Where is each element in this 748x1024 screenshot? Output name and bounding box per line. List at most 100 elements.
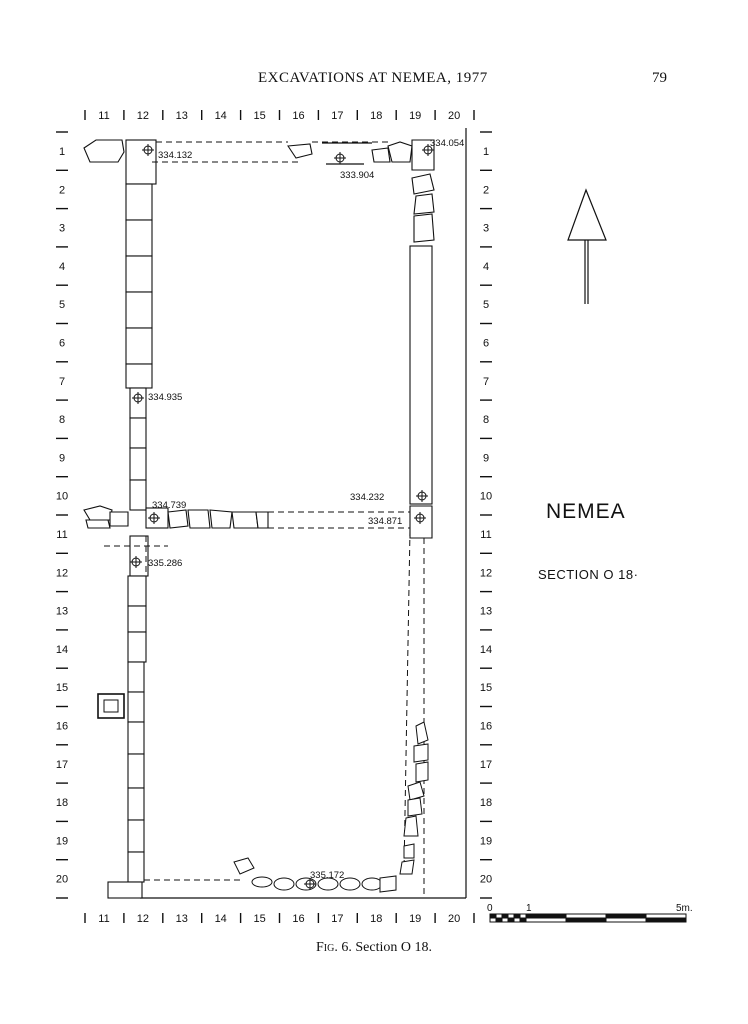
east-wall-stones	[399, 721, 429, 875]
row-label: 7	[483, 376, 489, 388]
elevation-marker	[130, 556, 142, 568]
row-label: 14	[480, 644, 492, 656]
row-label: 8	[483, 414, 489, 426]
caption-text: Section O 18.	[355, 940, 432, 955]
elevation-labels: 334.132 334.054 333.904 334.935 334.739 …	[148, 138, 464, 881]
row-label: 19	[56, 835, 68, 847]
elevation-label: 335.286	[148, 558, 182, 569]
column-label: 16	[292, 110, 304, 122]
row-label: 15	[480, 682, 492, 694]
row-label: 2	[59, 184, 65, 196]
caption-fig-label: Fig.	[316, 940, 338, 955]
row-label: 10	[56, 491, 68, 503]
row-label: 9	[59, 452, 65, 464]
elevation-marker	[304, 878, 316, 890]
elevation-markers	[130, 144, 434, 890]
column-label: 17	[331, 110, 343, 122]
row-label: 15	[56, 682, 68, 694]
scale-bar	[489, 913, 687, 923]
dashed-lines	[104, 141, 425, 896]
elevation-label: 334.871	[368, 516, 402, 527]
elevation-label: 334.232	[350, 492, 384, 503]
elevation-label: 335.172	[310, 870, 344, 881]
row-label: 10	[480, 491, 492, 503]
row-label: 18	[56, 797, 68, 809]
row-label: 17	[56, 759, 68, 771]
plan-title: NEMEA	[546, 500, 626, 523]
row-label: 20	[56, 874, 68, 886]
row-label: 11	[56, 529, 67, 541]
row-label: 13	[480, 606, 492, 618]
elevation-label: 334.132	[158, 150, 192, 161]
row-label: 7	[59, 376, 65, 388]
row-label: 8	[59, 414, 65, 426]
row-label: 17	[480, 759, 492, 771]
row-label: 1	[483, 146, 489, 158]
scale-labels: 0 1 5m.	[487, 903, 693, 914]
elevation-marker	[416, 490, 428, 502]
elevation-label: 334.054	[430, 138, 464, 149]
row-label: 1	[59, 146, 65, 158]
row-label: 6	[59, 338, 65, 350]
scale-label-5: 5m.	[676, 903, 693, 914]
scale-label-1: 1	[526, 903, 532, 914]
page-number: 79	[652, 70, 667, 86]
column-label: 19	[409, 913, 421, 925]
elevation-marker	[132, 392, 144, 404]
row-label: 11	[480, 529, 491, 541]
column-label: 11	[98, 913, 109, 925]
frame-lines	[140, 128, 467, 899]
row-label: 14	[56, 644, 68, 656]
row-label: 6	[483, 338, 489, 350]
row-label: 12	[480, 567, 492, 579]
column-label: 18	[370, 110, 382, 122]
elevation-marker	[142, 144, 154, 156]
column-label: 13	[176, 913, 188, 925]
north-arrow-icon	[567, 188, 607, 304]
row-label: 3	[59, 223, 65, 235]
column-label: 13	[176, 110, 188, 122]
row-label: 16	[56, 721, 68, 733]
row-label: 5	[483, 299, 489, 311]
row-label: 16	[480, 721, 492, 733]
row-label: 2	[483, 184, 489, 196]
column-label: 19	[409, 110, 421, 122]
row-label: 5	[59, 299, 65, 311]
column-label: 11	[98, 110, 109, 122]
column-label: 12	[137, 913, 149, 925]
column-label: 15	[253, 110, 265, 122]
column-label: 20	[448, 913, 460, 925]
cross-wall	[83, 505, 269, 529]
figure-caption: Fig. 6. Section O 18.	[0, 940, 748, 956]
column-label: 18	[370, 913, 382, 925]
hatched-edges	[322, 142, 372, 165]
elevation-marker	[334, 152, 346, 164]
row-label: 13	[56, 606, 68, 618]
elevation-label: 334.739	[152, 500, 186, 511]
row-label: 9	[483, 452, 489, 464]
row-label: 4	[59, 261, 65, 273]
column-label: 16	[292, 913, 304, 925]
row-label: 20	[480, 874, 492, 886]
elevation-marker	[422, 144, 434, 156]
column-label: 14	[215, 913, 227, 925]
row-label: 4	[483, 261, 489, 273]
column-label: 17	[331, 913, 343, 925]
square-feature	[97, 693, 125, 719]
caption-fig-number: 6.	[341, 940, 352, 955]
running-title: EXCAVATIONS AT NEMEA, 1977	[258, 70, 488, 86]
column-label: 14	[215, 110, 227, 122]
elevation-marker	[414, 512, 426, 524]
row-label: 18	[480, 797, 492, 809]
running-head: EXCAVATIONS AT NEMEA, 1977 79	[0, 70, 748, 94]
elevation-label: 334.935	[148, 392, 182, 403]
elevation-label: 333.904	[340, 170, 374, 181]
north-wall	[287, 139, 435, 539]
row-label: 12	[56, 567, 68, 579]
row-label: 3	[483, 223, 489, 235]
scale-label-0: 0	[487, 903, 493, 914]
